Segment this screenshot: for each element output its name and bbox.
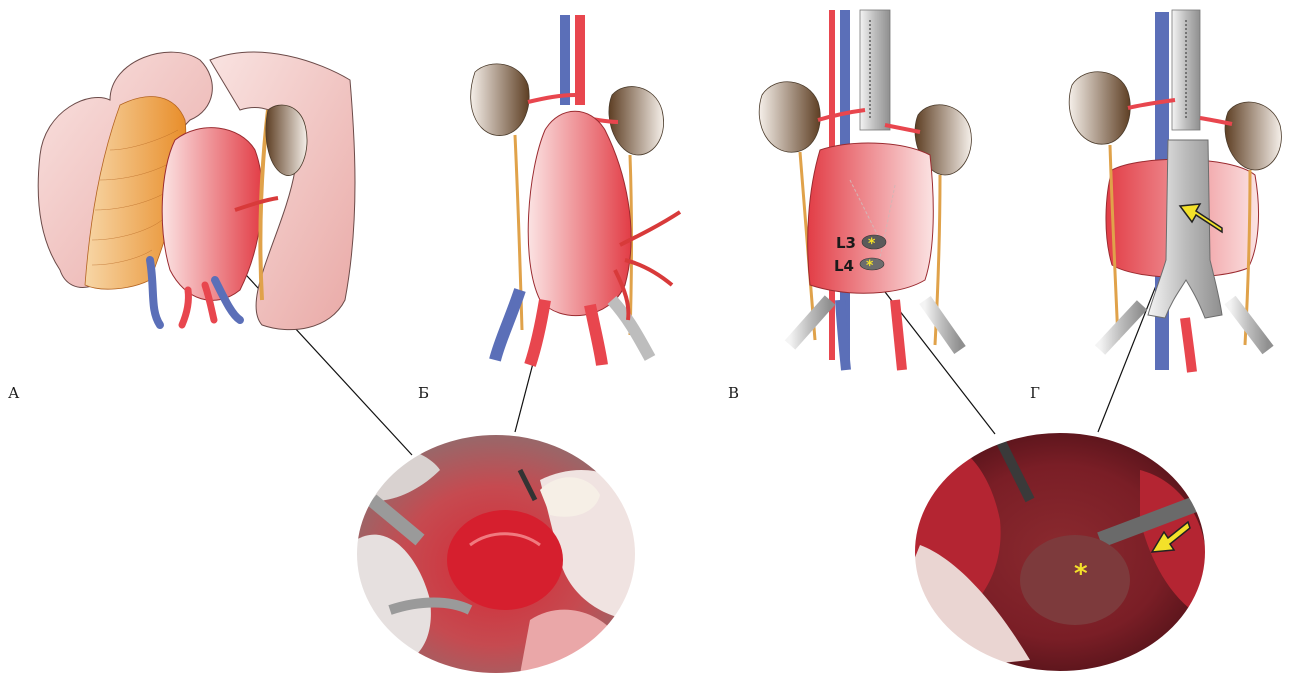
marker-photo: * (1074, 559, 1088, 589)
vertebra-label-l4: L4 (834, 257, 854, 275)
intraoperative-photo-right: * (914, 432, 1206, 672)
panel-label-a: А (8, 384, 20, 402)
aneurysm-photo (447, 510, 563, 610)
kidney-g-left (1069, 72, 1130, 144)
leader-line-v (868, 270, 995, 434)
panel-v-illustration: * * L3 L4 (759, 10, 971, 370)
panel-g-illustration (1069, 10, 1281, 372)
panel-b-illustration (471, 15, 680, 365)
marker-l4: * (866, 258, 874, 274)
panel-label-b: Б (418, 384, 429, 402)
kidney-a (266, 105, 307, 176)
marker-l3: * (868, 236, 876, 252)
kidney-b-left (471, 64, 529, 136)
kidney-v-left (759, 82, 820, 152)
aneurysm-b (528, 111, 631, 315)
intraoperative-photo-left (356, 434, 636, 674)
vertebra-label-l3: L3 (836, 234, 856, 252)
panel-a-illustration (38, 52, 355, 330)
panel-label-v: В (728, 384, 739, 402)
aneurysm-a (162, 128, 262, 301)
panel-label-g: Г (1030, 384, 1040, 402)
kidney-g-right (1225, 102, 1281, 170)
